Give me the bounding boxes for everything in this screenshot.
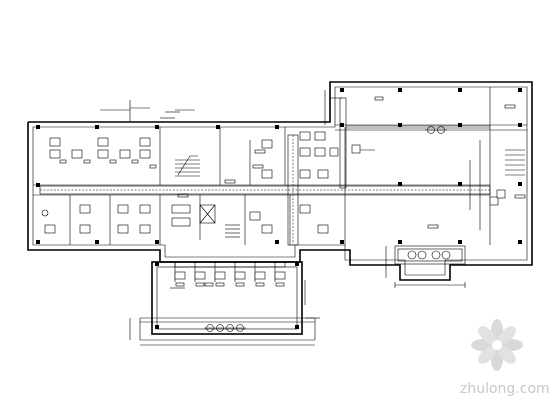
watermark: zhulong.com [460, 319, 550, 397]
stair-right [505, 149, 525, 176]
duct-runs [39, 90, 491, 282]
annotation-tags [59, 96, 526, 287]
stair-lower [225, 224, 240, 238]
watermark-brand: zhulong.com [460, 381, 550, 397]
structural-columns [36, 88, 522, 329]
stair-upper [175, 155, 200, 177]
building-outline [27, 81, 533, 281]
elevator-shaft [199, 204, 216, 224]
dimension-lines [129, 107, 466, 346]
fan-coil-units [44, 131, 506, 280]
lotus-petal-logo [471, 319, 523, 371]
diffusers [41, 126, 466, 332]
